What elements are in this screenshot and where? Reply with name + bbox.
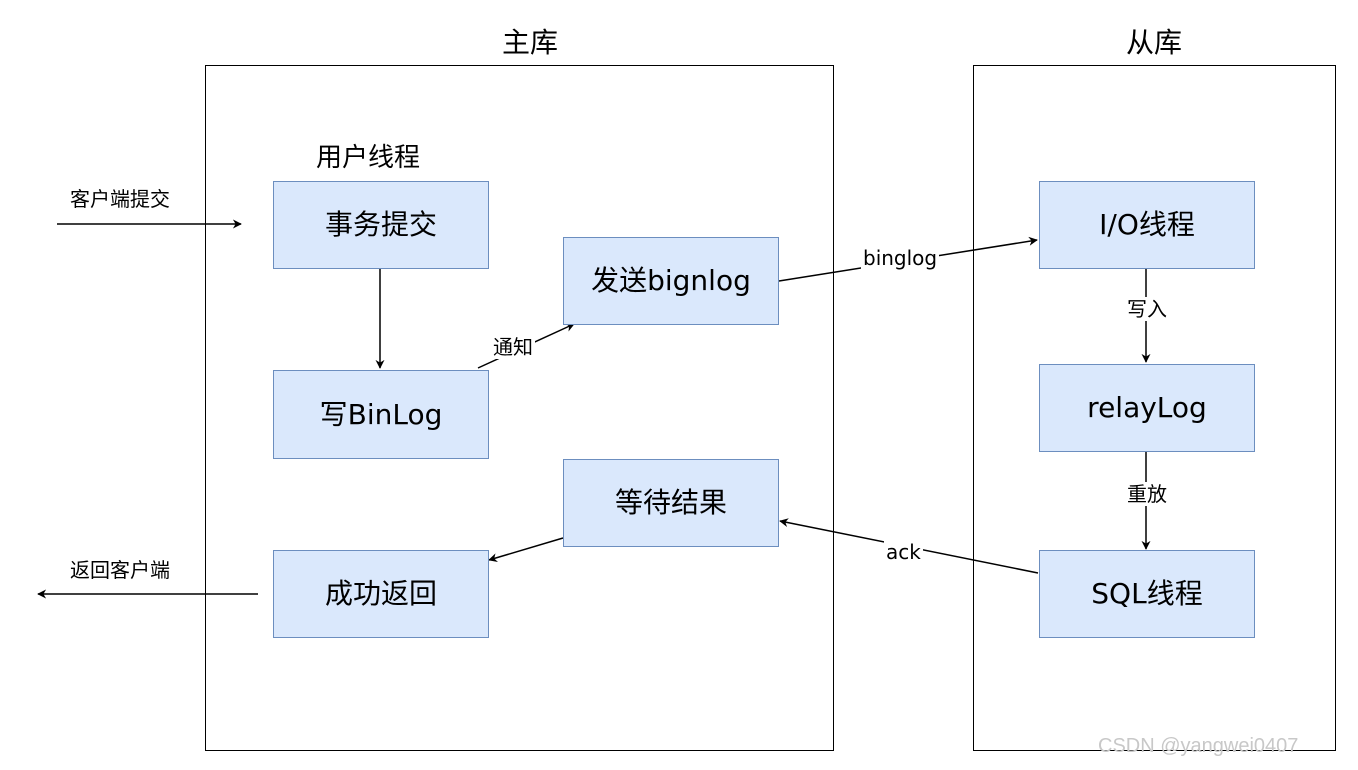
relay-log-node: relayLog: [1039, 364, 1255, 452]
write-binlog-node: 写BinLog: [273, 370, 489, 459]
send-binlog-node-label: 发送bignlog: [591, 264, 751, 297]
write-binlog-node-label: 写BinLog: [319, 397, 443, 431]
notify-label: 通知: [491, 335, 535, 359]
sql-thread-node: SQL线程: [1039, 550, 1255, 638]
write-in-label: 写入: [1125, 297, 1169, 321]
client-commit-label: 客户端提交: [70, 187, 170, 211]
send-binlog-node: 发送bignlog: [563, 237, 779, 325]
return-client-label: 返回客户端: [70, 558, 170, 582]
master-title: 主库: [501, 26, 558, 59]
io-thread-node: I/O线程: [1039, 181, 1255, 269]
slave-title: 从库: [1125, 26, 1182, 59]
commit-node-label: 事务提交: [324, 208, 437, 241]
commit-node: 事务提交: [273, 181, 489, 269]
io-thread-node-label: I/O线程: [1099, 208, 1195, 241]
ack-label: ack: [884, 540, 923, 564]
binlog-label: binglog: [861, 246, 940, 270]
return-success-node: 成功返回: [273, 550, 489, 638]
relay-log-node-label: relayLog: [1087, 391, 1207, 424]
edge-wait-to-success: [488, 537, 564, 563]
user-thread-caption: 用户线程: [316, 143, 421, 173]
master-panel: [205, 65, 834, 751]
sql-thread-node-label: SQL线程: [1091, 577, 1203, 610]
csdn-watermark: CSDN @yangwei0407: [1098, 735, 1299, 757]
replay-label: 重放: [1125, 482, 1169, 506]
slave-panel: [973, 65, 1336, 751]
wait-result-node: 等待结果: [563, 459, 779, 547]
wait-result-node-label: 等待结果: [614, 486, 727, 519]
return-success-node-label: 成功返回: [324, 577, 437, 610]
